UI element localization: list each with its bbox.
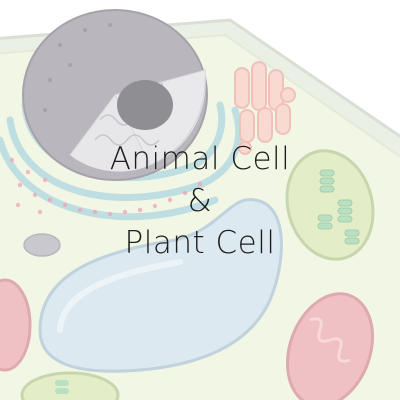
golgi bbox=[234, 61, 296, 155]
chloroplast-bottom bbox=[20, 371, 120, 400]
vacuole bbox=[38, 198, 283, 373]
mitochondrion-left bbox=[0, 278, 32, 372]
title-line-2: & bbox=[187, 183, 213, 219]
mitochondrion-right bbox=[285, 292, 375, 400]
nucleus bbox=[22, 9, 208, 181]
title-line-3: Plant Cell bbox=[124, 225, 276, 261]
tile-title: Animal Cell & Plant Cell bbox=[0, 138, 400, 264]
chloroplast bbox=[285, 149, 375, 261]
title-line-1: Animal Cell bbox=[109, 141, 291, 177]
ribosome-dots bbox=[9, 157, 203, 217]
